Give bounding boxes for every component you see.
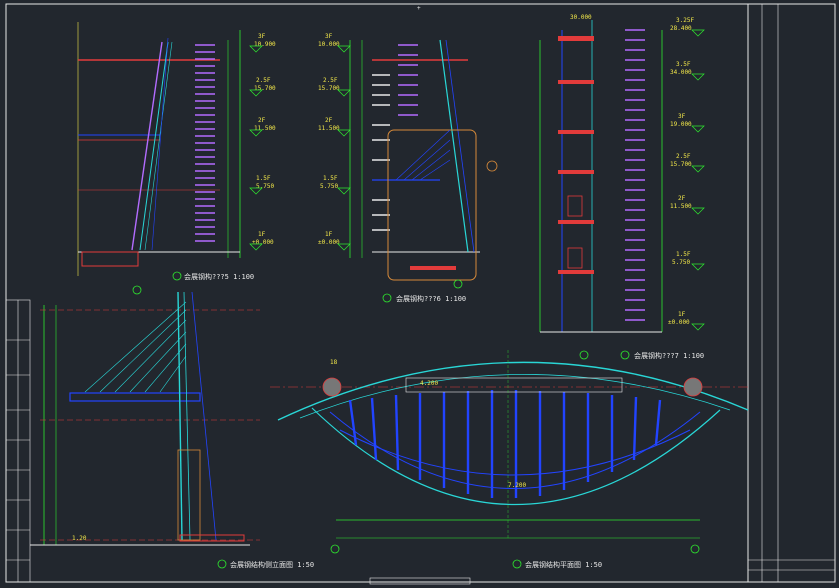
elevation-3: 30.000 3.25F 28.400 3.5F 34.000 3F 19.00… xyxy=(539,14,705,360)
column-circle-right xyxy=(683,377,703,397)
elev1-level-value: 10.900 xyxy=(254,41,276,48)
elev1-level-mark: 2F xyxy=(258,117,266,124)
plan5-caption-circle xyxy=(512,559,522,569)
plan5-level-top: 4.200 xyxy=(420,380,438,387)
elev3-level-mark: 2F xyxy=(678,195,686,202)
elev3-level-value: 30.000 xyxy=(570,14,592,21)
elev3-level-value: 5.750 xyxy=(672,259,690,266)
elev3-level-value: 28.400 xyxy=(670,25,692,32)
section-4: 1.20 会展钢结构侧立面图 1:50 xyxy=(30,291,314,569)
elev2-level-value: 10.000 xyxy=(318,41,340,48)
section4-caption: 会展钢结构侧立面图 1:50 xyxy=(230,560,314,569)
elev3-level-mark: 3F xyxy=(678,113,686,120)
elev1-caption: 会展钢构???5 1:100 xyxy=(184,272,254,281)
elev2-caption-circle xyxy=(382,293,392,303)
elev3-caption-circle xyxy=(620,350,630,360)
elev3-level-value: 11.500 xyxy=(670,203,692,210)
top-marker: + xyxy=(417,5,421,12)
elev3-level-mark: 3.25F xyxy=(676,17,694,24)
elev1-level-value: ±0.000 xyxy=(252,239,274,246)
column-circle-left xyxy=(322,377,342,397)
bottom-tab xyxy=(369,577,471,585)
elev1-level-mark: 2.5F xyxy=(256,77,271,84)
elev1-level-mark: 1F xyxy=(258,231,266,238)
elev2-level-value: 15.700 xyxy=(318,85,340,92)
elev1-level-value: 5.750 xyxy=(256,183,274,190)
elev2-level-mark: 3F xyxy=(325,33,333,40)
elev3-level-mark: 2.5F xyxy=(676,153,691,160)
elev2-level-value: ±0.000 xyxy=(318,239,340,246)
elev2-level-mark: 1F xyxy=(325,231,333,238)
elev3-level-mark: 1.5F xyxy=(676,251,691,258)
elev3-level-mark: 3.5F xyxy=(676,61,691,68)
elev2-level-mark: 1.5F xyxy=(323,175,338,182)
elev3-level-value: 34.000 xyxy=(670,69,692,76)
elev3-caption: 会展钢构???7 1:100 xyxy=(634,351,704,360)
elevation-2: 3F 10.000 2.5F 15.700 2F 11.500 1.5F 5.7… xyxy=(318,33,498,303)
elev1-level-mark: 3F xyxy=(258,33,266,40)
section4-caption-circle xyxy=(217,559,227,569)
elev3-level-value: ±0.000 xyxy=(668,319,690,326)
elev1-level-mark: 1.5F xyxy=(256,175,271,182)
elev1-level-value: 15.700 xyxy=(254,85,276,92)
elev2-level-value: 5.750 xyxy=(320,183,338,190)
elev3-level-value: 15.700 xyxy=(670,161,692,168)
elev3-level-value: 19.000 xyxy=(670,121,692,128)
plan5-level-bottom: 7.200 xyxy=(508,482,526,489)
elev1-level-value: 11.500 xyxy=(254,125,276,132)
elev2-level-mark: 2F xyxy=(325,117,333,124)
detail-marker-circle xyxy=(486,160,498,172)
section4-level-bottom: 1.20 xyxy=(72,535,87,542)
elevation-1: 3F 10.900 2.5F 15.700 2F 11.500 1.5F 5.7… xyxy=(77,22,276,295)
elev2-caption: 会展钢构???6 1:100 xyxy=(396,294,466,303)
plan-5: 4.200 7.200 18 会展钢结构平面图 1:50 xyxy=(270,350,749,569)
elev3-level-mark: 1F xyxy=(678,311,686,318)
elev2-level-mark: 2.5F xyxy=(323,77,338,84)
elev1-caption-circle xyxy=(172,271,182,281)
sheet-border xyxy=(5,3,836,583)
left-title-block xyxy=(5,299,31,583)
plan5-left-label: 18 xyxy=(330,359,338,366)
elev2-level-value: 11.500 xyxy=(318,125,340,132)
detail-callout-frame xyxy=(387,129,477,281)
plan5-caption: 会展钢结构平面图 1:50 xyxy=(525,560,602,569)
